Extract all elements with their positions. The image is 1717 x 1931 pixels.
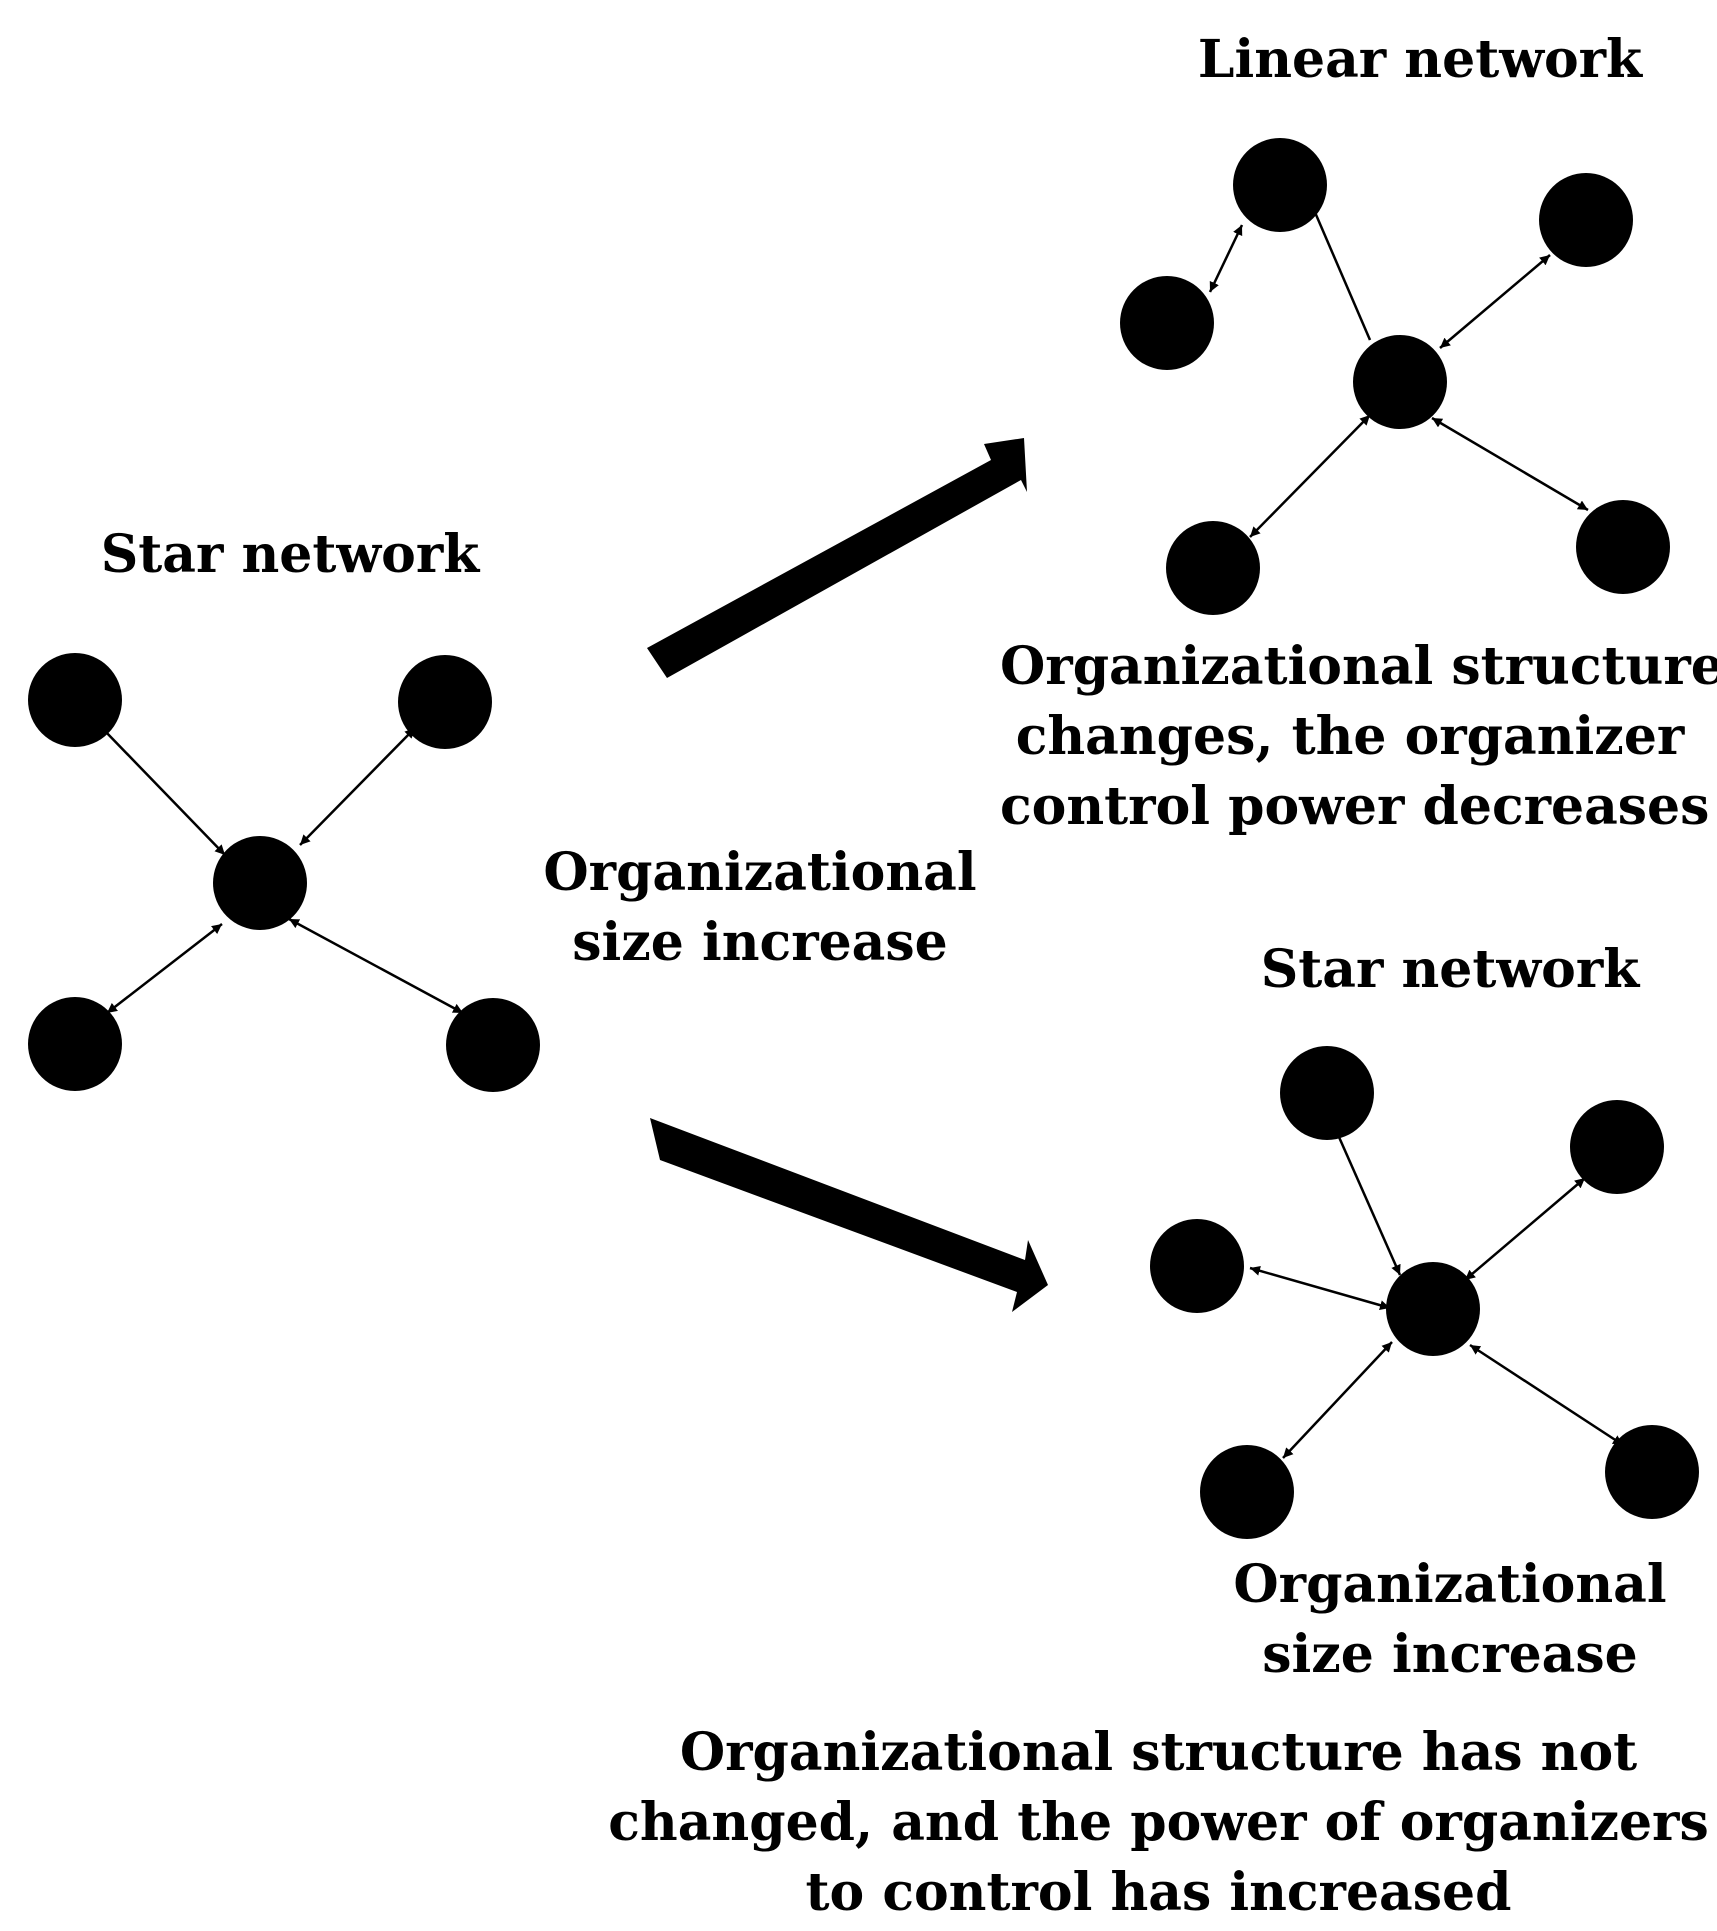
bottom-network-note: Organizational size increase [1233, 1554, 1667, 1685]
node [1200, 1445, 1294, 1539]
edge [299, 727, 416, 846]
center-node [213, 836, 307, 930]
edge [1312, 209, 1372, 341]
edge [1249, 414, 1371, 538]
center-node [1353, 335, 1447, 429]
node [1166, 521, 1260, 615]
edge [1439, 254, 1551, 349]
edge [1208, 224, 1244, 293]
node [1570, 1100, 1664, 1194]
node [446, 998, 540, 1092]
top-network-title: Linear network [1197, 29, 1643, 90]
node [28, 653, 122, 747]
bottom-network-title: Star network [1260, 939, 1640, 1000]
edge [1249, 1265, 1391, 1311]
node [1539, 173, 1633, 267]
arrow-to-linear-network [647, 438, 1027, 678]
edge [1431, 416, 1589, 512]
node [28, 997, 122, 1091]
edge [1464, 1177, 1586, 1281]
node [1605, 1425, 1699, 1519]
edge [1333, 1127, 1402, 1276]
transition-label: Organizational size increase [543, 842, 977, 973]
bottom-star-network [1150, 1046, 1699, 1539]
node [1233, 138, 1327, 232]
arrow-to-star-network [650, 1118, 1048, 1312]
left-network-title: Star network [100, 524, 480, 585]
node [1576, 500, 1670, 594]
bottom-network-caption: Organizational structure has not changed… [608, 1722, 1709, 1923]
edge [1469, 1343, 1624, 1447]
top-network-caption: Organizational structure changes, the or… [1000, 636, 1717, 837]
node [1120, 276, 1214, 370]
edge [106, 923, 223, 1014]
node [398, 655, 492, 749]
center-node [1386, 1262, 1480, 1356]
edge [288, 917, 464, 1015]
left-star-network [28, 653, 540, 1092]
node [1150, 1219, 1244, 1313]
edge [1282, 1341, 1393, 1459]
linear-network [1120, 138, 1670, 615]
node [1280, 1046, 1374, 1140]
